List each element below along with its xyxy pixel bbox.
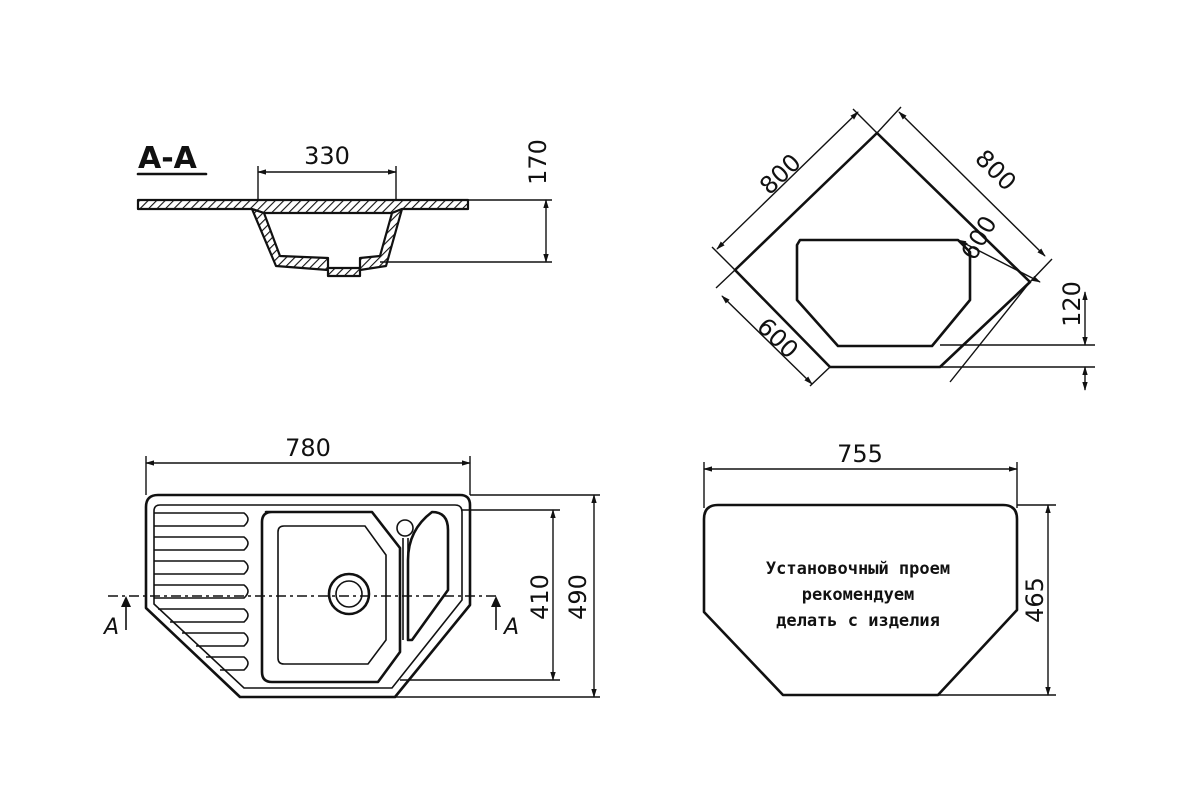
overflow-hole-icon [396, 519, 414, 537]
cutout-note-line-2: рекомендуем [802, 585, 915, 605]
section-width-label: 330 [304, 142, 350, 170]
corner-inner-b-dimension [957, 239, 1041, 283]
drainboard-grooves [154, 512, 249, 671]
corner-side-b-dimension [898, 111, 1046, 257]
corner-side-a-dimension [716, 111, 859, 250]
plan-width-label: 780 [285, 434, 331, 462]
plan-inner-height-label: 410 [526, 574, 554, 620]
corner-inner-b-label: 600 [955, 211, 1002, 265]
section-mark-right: A [502, 615, 519, 640]
section-mark-left: A [102, 615, 119, 640]
corner-inner-a-label: 600 [751, 312, 803, 364]
cutout-width-label: 755 [837, 440, 883, 468]
corner-offset-label: 120 [1058, 281, 1086, 327]
cutout-height-label: 465 [1021, 577, 1049, 623]
main-bowl-inner [277, 525, 387, 665]
section-slab [136, 198, 470, 215]
section-view: A-A 330 170 [136, 139, 552, 278]
drain-inner-icon [335, 580, 363, 608]
corner-view: 800 800 600 600 120 [711, 106, 1095, 391]
cutout-view: Установочный проем рекомендуем делать с … [702, 440, 1056, 697]
section-bowl-wall [250, 207, 404, 278]
main-bowl-outer [260, 510, 402, 684]
section-label: A-A [138, 141, 198, 176]
corner-inner-a-dimension [721, 295, 813, 385]
corner-side-a-label: 800 [754, 148, 806, 200]
plan-view: A A 780 410 490 [102, 434, 600, 699]
plan-outer-height-label: 490 [564, 574, 592, 620]
small-bowl-outline [406, 510, 450, 642]
section-depth-label: 170 [524, 139, 552, 185]
corner-bowl-outline [795, 238, 972, 348]
cutout-note-line-3: делать с изделия [776, 611, 940, 631]
drain-outer-icon [327, 572, 371, 616]
cutout-note-line-1: Установочный проем [766, 559, 950, 579]
plan-sink-inner-rim [153, 504, 463, 689]
